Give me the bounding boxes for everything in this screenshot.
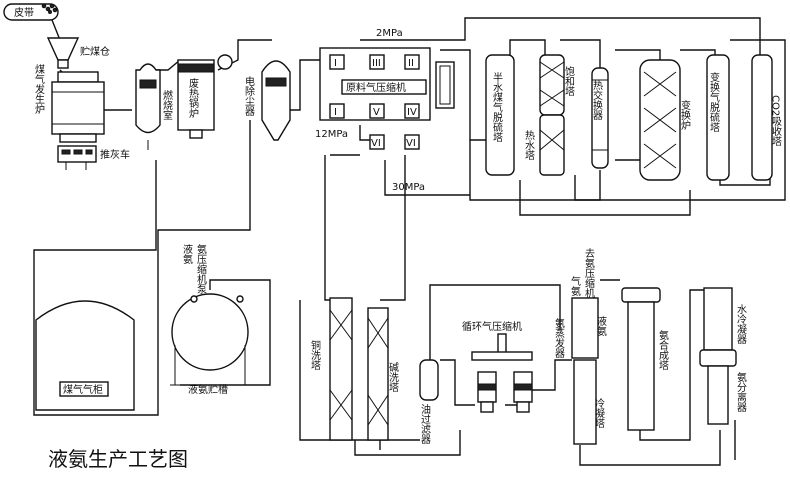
alkali-wash-label: 碱洗塔 xyxy=(387,362,399,393)
circulating-compressor: 循环气压缩机 xyxy=(462,320,533,413)
shift-gas-desulfurizer: 变换气脱硫塔 xyxy=(706,54,730,181)
belt-conveyor: 皮带 xyxy=(3,3,59,21)
diagram-title: 液氨生产工艺图 xyxy=(48,447,188,471)
copper-wash-label: 铜洗塔 xyxy=(309,340,321,371)
ammonia-gas-label: 气氨 xyxy=(569,275,581,297)
stage-1-label: I xyxy=(334,58,337,69)
semi-water-gas-desulfurizer: 半水煤气脱硫塔 xyxy=(485,54,515,176)
pressure-2-label: 2MPa xyxy=(376,28,403,39)
desulfurizer-label: 半水煤气脱硫塔 xyxy=(491,71,503,143)
raw-gas-compressor: I III II I V IV 原料气压缩机 2MPa 12MPa VI VI … xyxy=(315,28,455,193)
stage-4-label: IV xyxy=(407,107,417,118)
gas-generator-label: 煤气发生炉 xyxy=(33,63,45,115)
liquid-ammonia2-label: 液氨 xyxy=(595,315,607,337)
oil-filter: 油过滤器 xyxy=(419,359,439,445)
heat-exchanger-label: 热交换器 xyxy=(591,79,603,121)
oil-filter-label: 油过滤器 xyxy=(419,403,431,445)
waste-heat-boiler-label: 废热锅炉 xyxy=(187,77,199,119)
ash-cart: 推灰车 xyxy=(57,145,130,170)
ash-cart-label: 推灰车 xyxy=(100,148,130,161)
stage-1b-label: I xyxy=(334,107,337,118)
synthesis-label: 氨合成塔 xyxy=(657,329,669,371)
to-compressor-label: 去氨压缩机 xyxy=(583,248,595,299)
hot-water-tower: 热水塔 xyxy=(523,114,565,176)
coal-bin-label: 贮煤仓 xyxy=(80,45,110,58)
pipelines xyxy=(33,17,786,466)
water-cooler: 水冷凝器 xyxy=(699,287,747,367)
stage-6a-label: VI xyxy=(371,138,381,149)
gas-holder: 煤气气柜 xyxy=(35,300,135,411)
co2-absorber-label: CO2吸收塔 xyxy=(770,95,782,147)
saturation-tower: 饱和塔 xyxy=(539,54,575,116)
cold-exchanger: 冷凝塔 xyxy=(573,359,605,445)
separator-label: 氨分离器 xyxy=(735,371,747,413)
shift-converter: 变换炉 xyxy=(639,59,691,181)
pressure-12-label: 12MPa xyxy=(315,129,348,140)
stage-6b-label: VI xyxy=(406,138,416,149)
liquid-ammonia-tank: 液氨 氨压缩机泵 液氨贮槽 xyxy=(170,243,252,396)
stage-5-label: V xyxy=(373,107,380,118)
combustion-chamber: 燃烧室 xyxy=(135,63,173,150)
heat-exchanger: 热交换器 xyxy=(591,67,609,169)
ammonia-evaporator: 气氨 氨蒸发器 去氨压缩机 液氨 xyxy=(553,248,607,359)
stage-3-label: III xyxy=(372,58,381,69)
precipitator-label: 电除尘器 xyxy=(243,75,255,117)
ammonia-pump-label: 氨压缩机泵 xyxy=(195,243,207,294)
electrostatic-precipitator: 电除尘器 xyxy=(243,60,291,141)
hot-water-tower-label: 热水塔 xyxy=(523,129,535,161)
raw-gas-compressor-label: 原料气压缩机 xyxy=(346,81,406,94)
co2-absorber: CO2吸收塔 xyxy=(751,54,782,181)
saturation-tower-label: 饱和塔 xyxy=(563,66,575,97)
coal-bin: 贮煤仓 xyxy=(46,37,110,69)
stage-2-label: II xyxy=(408,58,414,69)
tank-label: 液氨贮槽 xyxy=(188,383,228,396)
gas-holder-label: 煤气气柜 xyxy=(63,383,103,396)
evaporator-label: 氨蒸发器 xyxy=(553,317,565,359)
water-cooler-label: 水冷凝器 xyxy=(735,304,747,345)
cold-exchanger-label: 冷凝塔 xyxy=(593,397,605,429)
combustion-chamber-label: 燃烧室 xyxy=(161,89,173,120)
gas-generator: 煤气发生炉 xyxy=(33,63,105,143)
ammonia-separator: 氨分离器 xyxy=(707,365,747,425)
belt-label: 皮带 xyxy=(14,6,34,19)
circulating-compressor-label: 循环气压缩机 xyxy=(462,320,522,333)
shift-converter-label: 变换炉 xyxy=(679,99,691,131)
pressure-30-label: 30MPa xyxy=(392,182,425,193)
copper-wash-tower: 铜洗塔 xyxy=(309,297,353,441)
shift-desulfurizer-label: 变换气脱硫塔 xyxy=(708,71,720,133)
ammonia-synthesis-tower: 氨合成塔 xyxy=(621,287,669,431)
waste-heat-boiler: 废热锅炉 xyxy=(177,54,233,139)
liquid-ammonia-label: 液氨 xyxy=(181,243,193,265)
alkali-wash-tower: 碱洗塔 xyxy=(367,307,399,441)
